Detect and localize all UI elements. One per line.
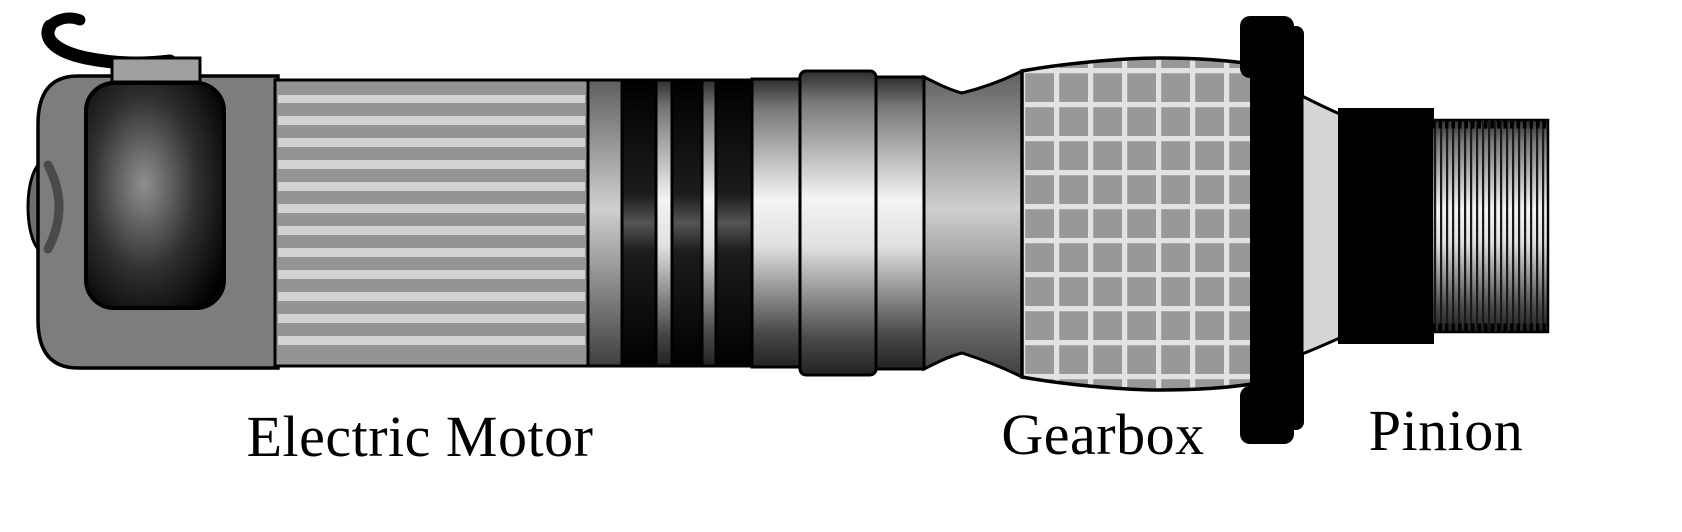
mounting-flange [1240, 16, 1342, 444]
drive-shaft-housing [750, 68, 1024, 380]
label-pinion: Pinion [1368, 398, 1524, 463]
label-gearbox: Gearbox [1001, 402, 1205, 467]
flange-plate [1250, 26, 1304, 430]
brush-housing-window [84, 81, 226, 310]
flange-ring [1300, 93, 1342, 357]
neck-cone [922, 68, 1024, 380]
label-electric-motor: Electric Motor [246, 404, 594, 469]
terminal-tab [110, 56, 202, 84]
motor-housing-vents [273, 78, 590, 368]
pinion-collar [1338, 108, 1434, 344]
commutator-rings [586, 78, 754, 368]
end-cap [26, 56, 280, 370]
spline-teeth [1432, 120, 1548, 332]
gearbox-housing [1020, 56, 1254, 392]
end-cap-shadow [43, 160, 64, 254]
pinion-spline-shaft [1338, 108, 1550, 344]
power-wire [41, 12, 177, 70]
